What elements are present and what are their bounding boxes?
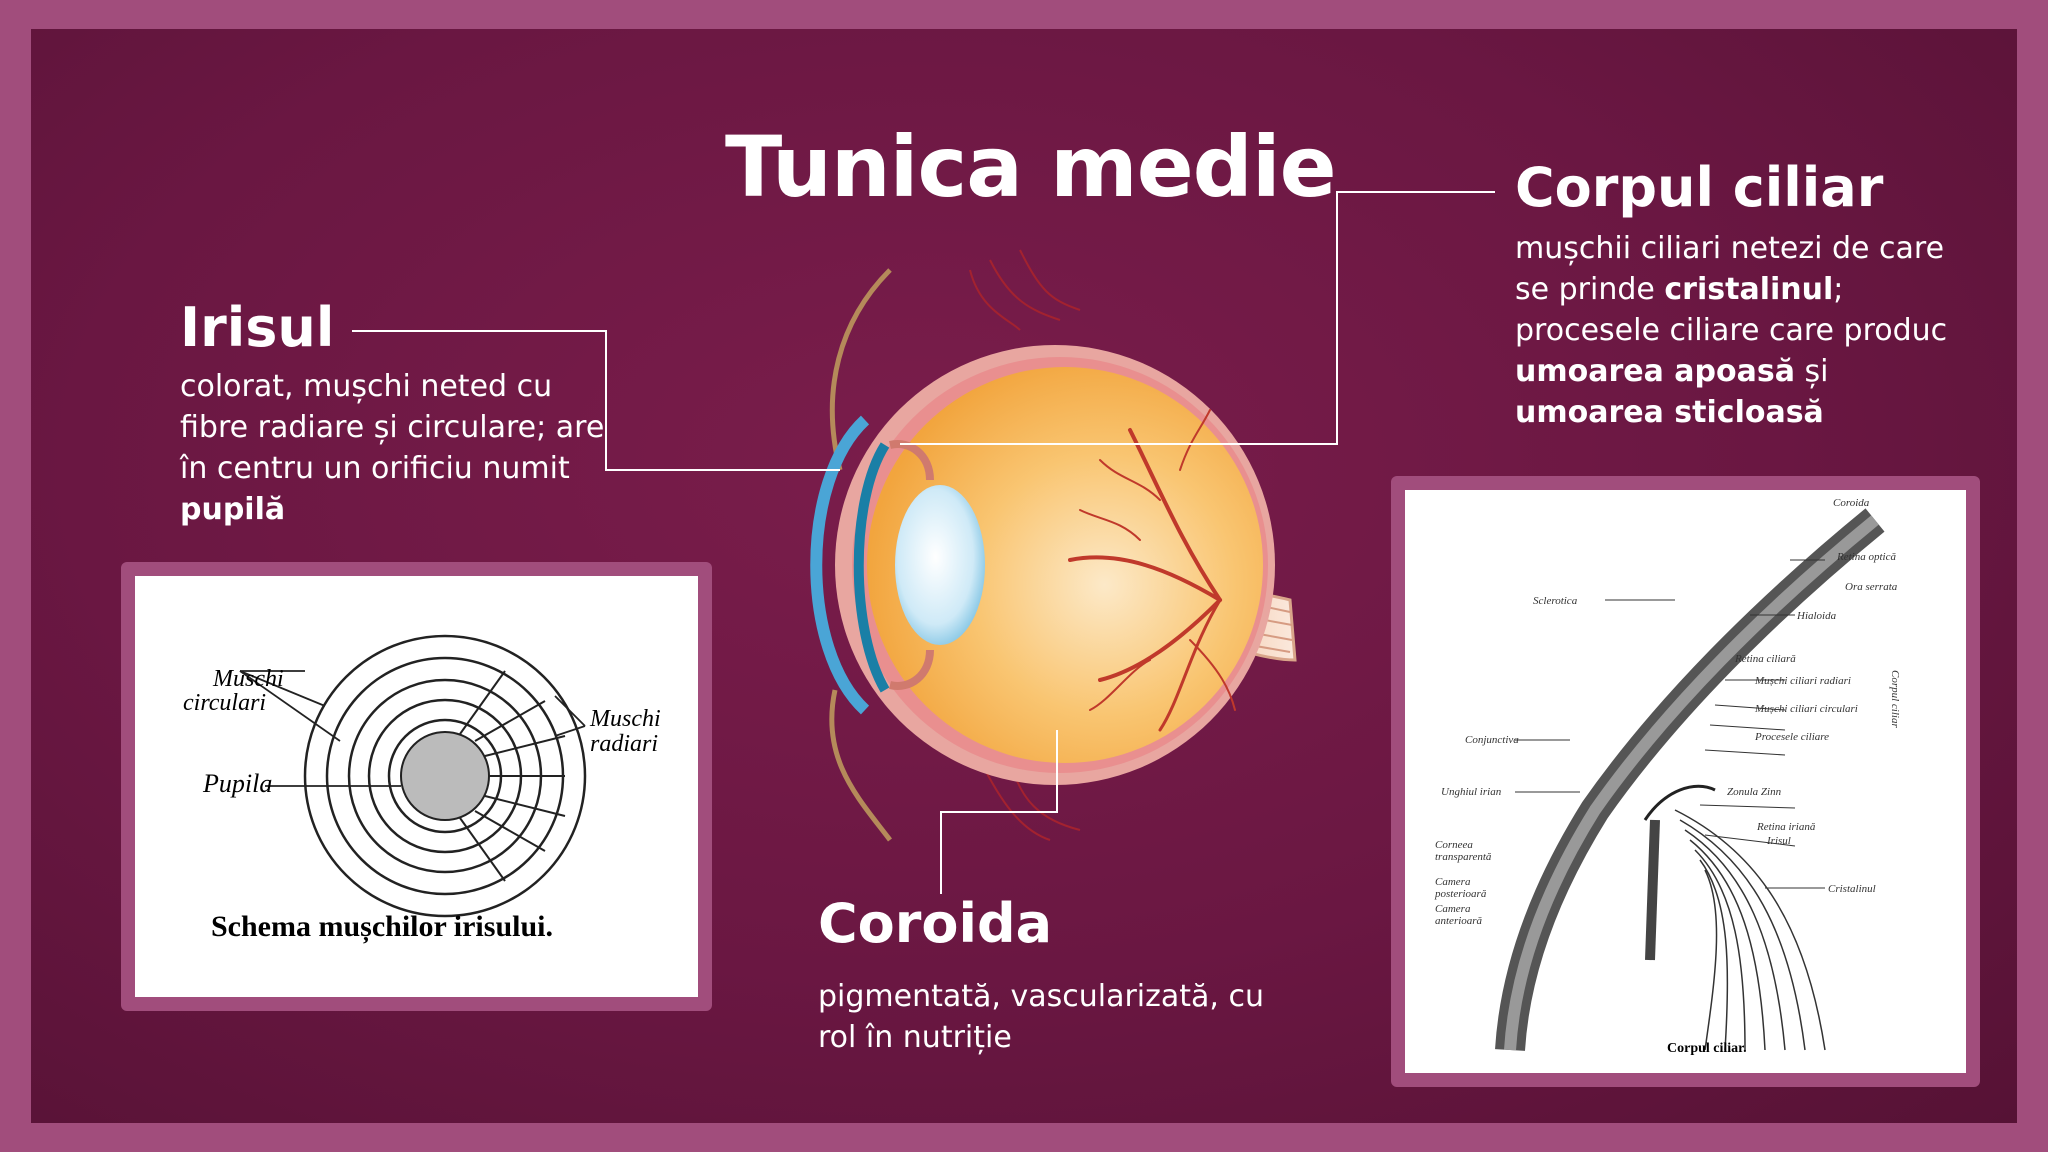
upper-lid-contour bbox=[829, 268, 892, 471]
corpul-line-2: se prinde cristalinul; bbox=[1515, 272, 1844, 307]
label-coroida: Coroida bbox=[1833, 497, 1870, 509]
connector-coroida bbox=[940, 730, 1058, 894]
label-sclerotica: Sclerotica bbox=[1533, 595, 1578, 607]
connector-irisul bbox=[352, 330, 840, 471]
irisul-line-3: în centru un orificiu numit bbox=[180, 451, 570, 486]
coroida-description: pigmentată, vascularizată, cu rol în nut… bbox=[818, 976, 1264, 1058]
retinal-vessels bbox=[1068, 409, 1236, 732]
label-muschi-circulari-2: circulari bbox=[183, 690, 266, 716]
umoarea-sticloasa-bold: umoarea sticloasă bbox=[1515, 395, 1824, 430]
eye-illustration bbox=[810, 249, 1297, 842]
corpul-line-4: umoarea apoasă și bbox=[1515, 354, 1829, 389]
label-camera-anterioara-2: anterioară bbox=[1435, 915, 1483, 927]
label-zonula-zinn: Zonula Zinn bbox=[1727, 786, 1782, 798]
label-conjunctiva: Conjunctiva bbox=[1465, 734, 1519, 746]
lower-lid-contour bbox=[829, 689, 892, 842]
label-camera-anterioara-1: Camera bbox=[1435, 903, 1471, 915]
irisul-line-1: colorat, mușchi neted cu bbox=[180, 369, 553, 404]
iris-muscle-schema: Muschi circulari Muschi radiari Pupila S… bbox=[183, 634, 661, 944]
lens bbox=[895, 485, 985, 645]
label-muschi-ciliari-radiari: Mușchi ciliari radiari bbox=[1754, 675, 1851, 687]
label-corneea-1: Corneea bbox=[1435, 839, 1473, 851]
label-retina-iriana: Retina iriană bbox=[1756, 821, 1816, 833]
coroida-line-1: pigmentată, vascularizată, cu bbox=[818, 979, 1265, 1014]
label-camera-posterioara-2: posterioară bbox=[1434, 888, 1487, 900]
label-procesele-ciliare: Procesele ciliare bbox=[1754, 731, 1829, 743]
ciliary-body bbox=[889, 440, 934, 690]
coroida-heading: Coroida bbox=[818, 892, 1053, 955]
label-hialoida: Hialoida bbox=[1796, 610, 1837, 622]
pupil-disc bbox=[400, 731, 490, 821]
coroida-line-2: rol în nutriție bbox=[818, 1020, 1012, 1055]
connector-corpul-ciliar bbox=[900, 191, 1495, 445]
retina-eyeball bbox=[867, 367, 1263, 763]
label-muschi-circulari-1: Muschi bbox=[212, 666, 284, 692]
extraocular-fibers-top bbox=[969, 249, 1081, 331]
cornea bbox=[810, 415, 870, 715]
umoarea-apoasa-bold: umoarea apoasă bbox=[1515, 354, 1795, 389]
label-cristalinul: Cristalinul bbox=[1828, 883, 1876, 895]
page-title: Tunica medie bbox=[725, 118, 1337, 216]
irisul-description: colorat, mușchi neted cu fibre radiare ș… bbox=[180, 366, 604, 530]
label-pupila: Pupila bbox=[202, 769, 272, 798]
irisul-heading: Irisul bbox=[180, 296, 335, 359]
irisul-line-2: fibre radiare și circulare; are bbox=[180, 410, 605, 445]
label-muschi-radiari-1: Muschi bbox=[589, 706, 661, 732]
cristalinul-bold: cristalinul bbox=[1664, 272, 1834, 307]
label-irisul: Irisul bbox=[1766, 835, 1791, 847]
label-corneea-2: transparentă bbox=[1435, 851, 1492, 863]
label-muschi-ciliari-circulari: Mușchi ciliari circulari bbox=[1754, 703, 1858, 715]
corpul-line-3: procesele ciliare care produc bbox=[1515, 313, 1948, 348]
corpul-ciliar-heading: Corpul ciliar bbox=[1515, 156, 1884, 219]
label-ora-serrata: Ora serrata bbox=[1845, 581, 1898, 593]
corpul-ciliar-description: mușchii ciliari netezi de care se prinde… bbox=[1515, 228, 1947, 433]
label-muschi-radiari-2: radiari bbox=[590, 731, 658, 757]
iris-schema-caption: Schema mușchilor irisului. bbox=[211, 910, 553, 944]
irisul-pupila-bold: pupilă bbox=[180, 492, 286, 527]
iris bbox=[853, 442, 890, 693]
label-unghiul-irian: Unghiul irian bbox=[1441, 786, 1502, 798]
label-corpul-ciliar-vertical: Corpul ciliar bbox=[1889, 670, 1901, 728]
ciliar-schema-caption: Corpul ciliar. bbox=[1667, 1041, 1747, 1056]
label-camera-posterioara-1: Camera bbox=[1435, 876, 1471, 888]
label-retina-optica: Retina optică bbox=[1836, 551, 1896, 563]
iris-schema-image: Muschi circulari Muschi radiari Pupila S… bbox=[135, 576, 698, 997]
corpul-line-1: mușchii ciliari netezi de care bbox=[1515, 231, 1945, 266]
ciliar-schema-image: Coroida Retina optică Ora serrata Sclero… bbox=[1405, 490, 1966, 1073]
label-retina-ciliara: Retina ciliară bbox=[1734, 653, 1796, 665]
ciliary-body-schema: Coroida Retina optică Ora serrata Sclero… bbox=[1434, 497, 1901, 1056]
